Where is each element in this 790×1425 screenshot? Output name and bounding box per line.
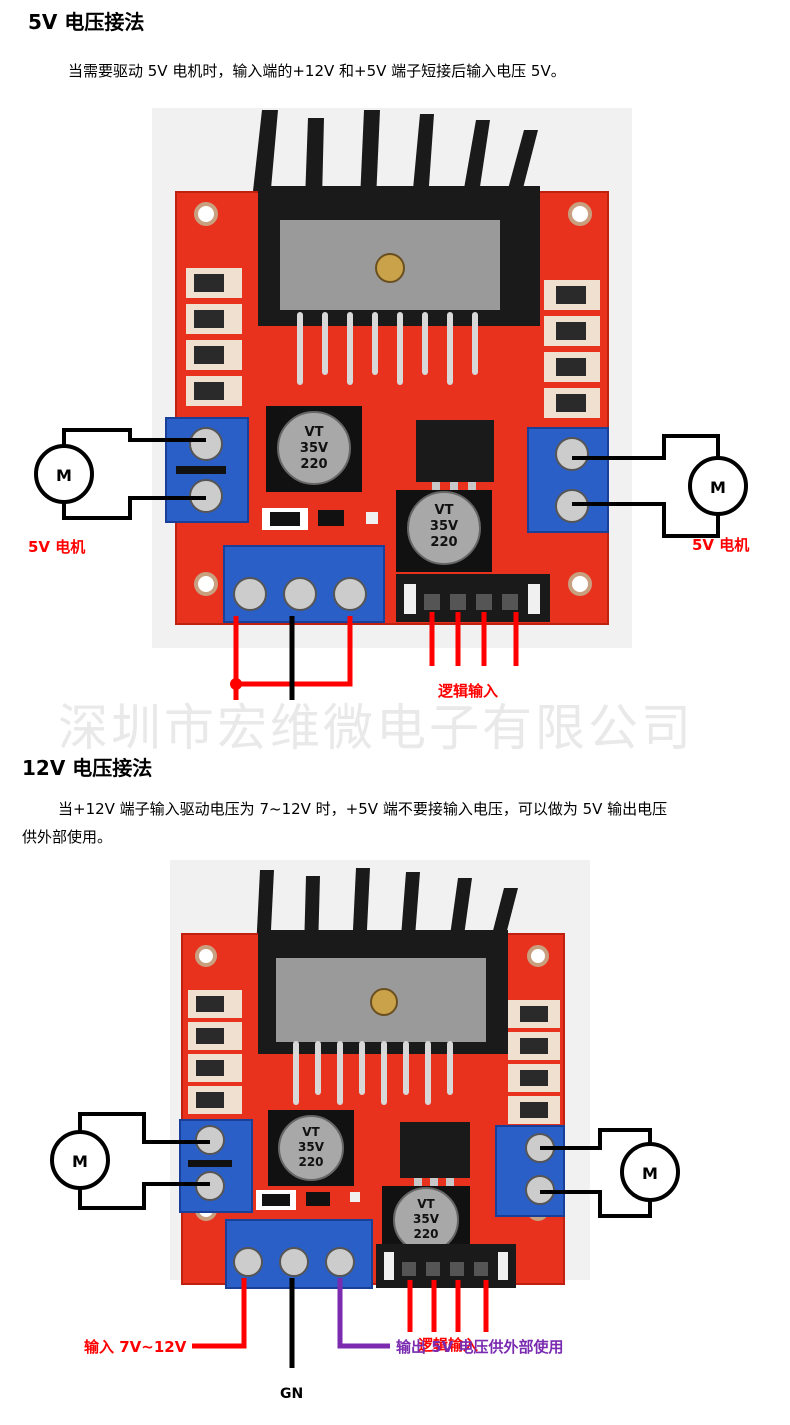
cap1-text-bottom: 220: [300, 457, 327, 472]
logic-wires: [429, 612, 519, 666]
diagram-12v-wiring: VT 35V 220 VT 35V 220: [50, 860, 680, 1402]
power-terminal-block: [223, 545, 385, 623]
power-wires: [192, 1278, 390, 1368]
label-right-motor: 5V 电机: [692, 536, 749, 554]
power-terminal-block: [225, 1219, 373, 1289]
cap1-text-bottom: 220: [298, 1155, 323, 1169]
capacitor-2: VT 35V 220: [396, 490, 492, 572]
logic-wires: [407, 1280, 489, 1332]
left-motor-wire-top: [78, 1112, 210, 1144]
logic-header: [376, 1244, 516, 1288]
label-output-5v: 输出 5V 电压供外部使用: [396, 1338, 564, 1356]
diodes-left: [188, 990, 242, 1114]
cap2-text-mid: 35V: [430, 519, 458, 534]
left-motor-wire-bottom: [62, 496, 206, 520]
diodes-left: [186, 268, 242, 406]
right-motor-wire-bottom: [572, 502, 720, 538]
mounting-screw: [370, 988, 398, 1016]
cap1-text-mid: 35V: [298, 1140, 325, 1154]
label-gnd: GN: [280, 1386, 303, 1402]
right-motor-wire-top: [540, 1128, 652, 1150]
right-motor-wire-top: [572, 434, 720, 460]
voltage-regulator: [400, 1122, 470, 1192]
diodes-right: [544, 280, 600, 418]
wire-input-red: [192, 1278, 247, 1349]
right-motor: M: [540, 1128, 680, 1218]
mounting-screw: [375, 253, 405, 283]
label-logic-input: 逻辑输入: [418, 1336, 478, 1354]
section2-description-line2: 供外部使用。: [22, 828, 113, 846]
diodes-right: [508, 1000, 560, 1124]
section1-heading: 5V 电压接法: [28, 10, 145, 34]
jumper-5v: [262, 508, 378, 530]
right-motor-letter: M: [710, 478, 726, 497]
right-motor-wire-bottom: [540, 1190, 652, 1218]
heatsink: [252, 110, 538, 200]
diagram-5v-wiring: VT 35V 220 VT 35V 220: [28, 108, 749, 700]
terminal-block-left: [165, 417, 249, 523]
right-motor: M: [572, 434, 748, 538]
left-motor-letter: M: [56, 466, 72, 485]
label-input-voltage: 输入 7V~12V: [84, 1338, 187, 1356]
left-motor-letter: M: [72, 1152, 88, 1171]
left-motor: M: [34, 428, 206, 520]
cap2-text-bottom: 220: [413, 1227, 438, 1241]
power-wires: [230, 616, 353, 700]
left-motor-wire-top: [62, 428, 206, 446]
cap2-text-bottom: 220: [430, 535, 457, 550]
watermark: 深圳市宏维微电子有限公司: [58, 699, 694, 757]
section2-description-line1: 当+12V 端子输入驱动电压为 7~12V 时，+5V 端不要接输入电压，可以做…: [58, 800, 668, 818]
capacitor-1: VT 35V 220: [266, 406, 362, 492]
right-motor-letter: M: [642, 1164, 658, 1183]
section2-heading: 12V 电压接法: [22, 756, 153, 780]
capacitor-1: VT 35V 220: [268, 1110, 354, 1186]
section1-description: 当需要驱动 5V 电机时，输入端的+12V 和+5V 端子短接后输入电压 5V。: [68, 62, 566, 80]
logic-header: [396, 574, 550, 622]
cap1-text-top: VT: [302, 1125, 320, 1139]
cap1-text-top: VT: [305, 425, 324, 440]
left-motor-wire-bottom: [78, 1182, 210, 1210]
terminal-block-left: [179, 1119, 253, 1213]
label-left-motor: 5V 电机: [28, 538, 85, 556]
cap2-text-top: VT: [435, 503, 454, 518]
jumper-5v: [256, 1190, 360, 1210]
chip-pins: [293, 1041, 453, 1105]
left-motor: M: [50, 1112, 210, 1210]
cap1-text-mid: 35V: [300, 441, 328, 456]
cap2-text-top: VT: [417, 1197, 435, 1211]
cap2-text-mid: 35V: [413, 1212, 440, 1226]
wire-5v-red: [236, 616, 353, 687]
terminal-block-right: [527, 427, 609, 533]
terminal-block-right: [495, 1125, 565, 1217]
wire-output-purple: [337, 1278, 390, 1349]
chip-pins: [297, 312, 478, 385]
mounting-holes: [194, 202, 592, 596]
label-logic-input: 逻辑输入: [438, 682, 498, 700]
